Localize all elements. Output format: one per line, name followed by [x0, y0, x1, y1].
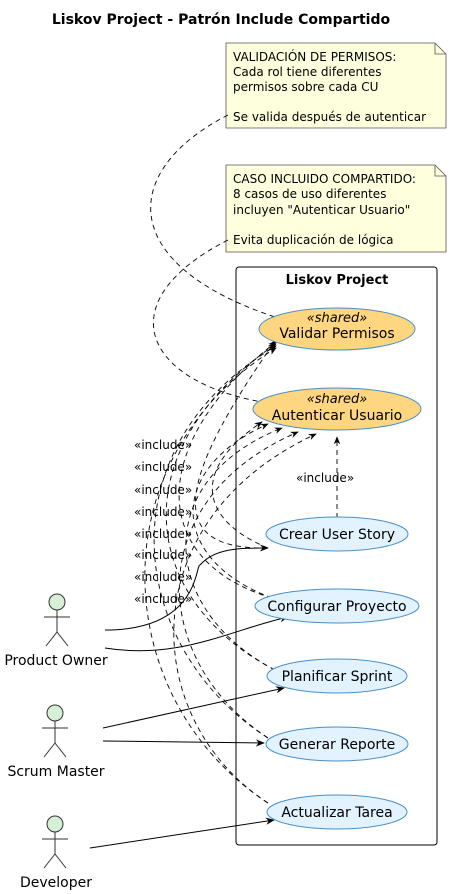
include-arrow	[153, 345, 277, 739]
use-case-generar-reporte[interactable]: Generar Reporte	[265, 726, 409, 762]
include-label: «include»	[134, 505, 192, 519]
use-case-actualizar-tarea[interactable]: Actualizar Tarea	[266, 794, 408, 830]
association-arrow	[89, 817, 275, 849]
actor-label: Scrum Master	[7, 764, 104, 780]
note-line: CASO INCLUIDO COMPARTIDO:	[233, 172, 416, 186]
diagram-title: Liskov Project - Patrón Include Comparti…	[52, 12, 391, 28]
association-arrow	[104, 615, 289, 652]
actor-label: Product Owner	[4, 653, 108, 669]
use-case-label: Validar Permisos	[279, 326, 394, 342]
include-arrow	[192, 423, 273, 599]
actor-scrum-master[interactable]: Scrum Master	[7, 704, 105, 780]
use-case-planificar-sprint[interactable]: Planificar Sprint	[266, 658, 408, 694]
include-arrow	[165, 343, 277, 671]
system-label: Liskov Project	[286, 273, 389, 288]
include-label: «include»	[134, 527, 192, 541]
include-label: «include»	[134, 483, 192, 497]
shared-use-case-autenticar-usuario[interactable]: «shared» Autenticar Usuario	[252, 387, 422, 431]
include-label: «include»	[134, 548, 192, 562]
use-case-label: Actualizar Tarea	[281, 805, 392, 821]
note-line: 8 casos de uso diferentes	[233, 187, 386, 201]
actor-product-owner[interactable]: Product Owner	[4, 593, 108, 669]
association-arrow	[102, 686, 285, 729]
include-label: «include»	[134, 438, 192, 452]
note-validacion-permisos: VALIDACIÓN DE PERMISOS: Cada rol tiene d…	[225, 42, 447, 129]
use-case-label: Generar Reporte	[279, 737, 396, 753]
include-arrow	[185, 427, 283, 671]
include-arrow	[178, 341, 277, 599]
system-boundary: Liskov Project	[235, 266, 438, 846]
use-case-crear-user-story[interactable]: Crear User Story	[265, 516, 409, 552]
use-case-label: Planificar Sprint	[282, 669, 393, 685]
stereotype-label: «shared»	[307, 311, 368, 326]
actor-label: Developer	[20, 875, 92, 891]
include-label: «include»	[134, 460, 192, 474]
actor-associations	[89, 544, 289, 849]
note-line: Se valida después de autenticar	[233, 110, 426, 124]
include-arrow	[195, 339, 277, 549]
include-arrow	[211, 421, 269, 549]
note-line: VALIDACIÓN DE PERMISOS:	[233, 49, 396, 64]
include-arrow	[173, 433, 317, 804]
note-connector	[150, 114, 279, 319]
shared-use-case-validar-permisos[interactable]: «shared» Validar Permisos	[258, 307, 416, 351]
use-case-label: Autenticar Usuario	[272, 408, 403, 424]
include-label: «include»	[134, 592, 192, 606]
include-labels: «include» «include» «include» «include» …	[134, 438, 354, 606]
note-line: Evita duplicación de lógica	[233, 233, 393, 247]
include-arrow	[144, 347, 277, 804]
include-label: «include»	[296, 471, 354, 485]
note-line: Cada rol tiene diferentes	[233, 65, 381, 79]
note-line: incluyen "Autenticar Usuario"	[233, 203, 410, 217]
include-label: «include»	[134, 570, 192, 584]
association-arrow	[102, 739, 265, 747]
actor-developer[interactable]: Developer	[20, 815, 92, 891]
use-case-label: Configurar Proyecto	[267, 599, 406, 615]
include-arrow	[179, 431, 299, 739]
note-connectors	[150, 114, 279, 403]
use-case-label: Crear User Story	[279, 527, 395, 543]
note-connector	[153, 239, 263, 403]
association-arrow	[104, 544, 269, 631]
use-case-configurar-proyecto[interactable]: Configurar Proyecto	[254, 588, 420, 624]
note-line: permisos sobre cada CU	[233, 80, 378, 94]
include-arrows	[144, 339, 341, 804]
note-caso-incluido-compartido: CASO INCLUIDO COMPARTIDO: 8 casos de uso…	[225, 164, 447, 253]
stereotype-label: «shared»	[307, 392, 368, 407]
